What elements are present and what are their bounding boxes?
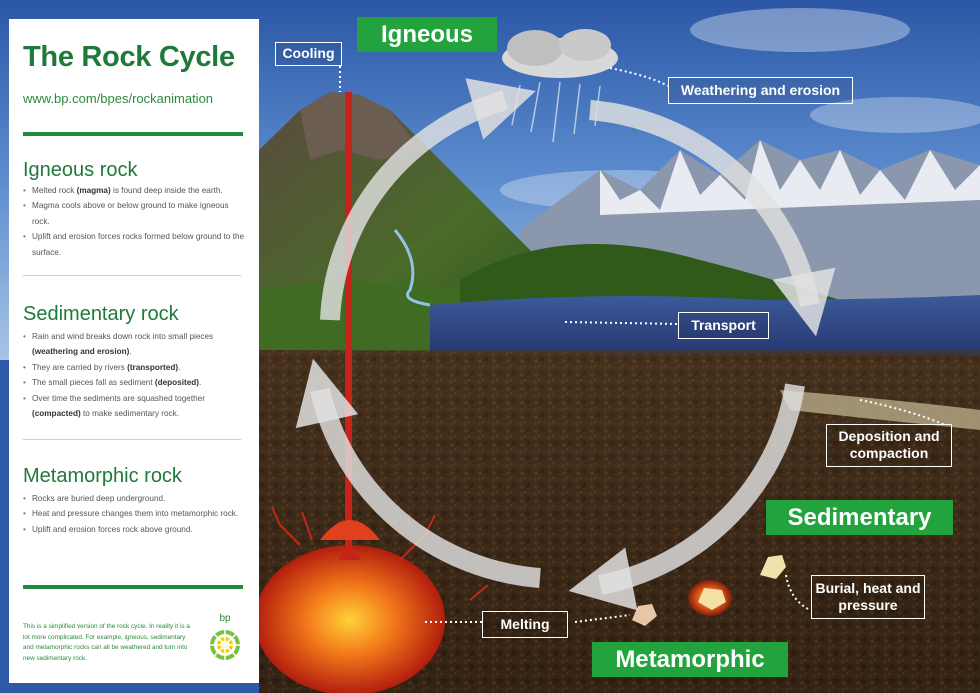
cycle-arrows bbox=[295, 78, 836, 611]
cycle-arrow-bottom-left bbox=[295, 358, 541, 588]
melting-label: Melting bbox=[482, 611, 568, 638]
source-url[interactable]: www.bp.com/bpes/rockanimation bbox=[23, 91, 214, 106]
deposition-compaction-label: Deposition and compaction bbox=[826, 424, 952, 467]
info-panel: The Rock Cycle www.bp.com/bpes/rockanima… bbox=[9, 19, 259, 683]
divider bbox=[23, 585, 243, 589]
igneous-bullets: Melted rock (magma) is found deep inside… bbox=[23, 183, 245, 260]
sedimentary-heading: Sedimentary rock bbox=[23, 303, 179, 325]
rain-cloud bbox=[502, 29, 618, 143]
bullet-item: Rocks are buried deep underground. bbox=[23, 491, 245, 507]
page-title: The Rock Cycle bbox=[23, 41, 235, 73]
divider bbox=[23, 275, 241, 276]
divider bbox=[23, 132, 243, 136]
metamorphic-rock-glow bbox=[688, 580, 732, 616]
sediment-rock bbox=[760, 555, 786, 579]
bullet-item: Rain and wind breaks down rock into smal… bbox=[23, 329, 245, 360]
metamorphic-category-label: Metamorphic bbox=[592, 642, 788, 677]
sedimentary-category-label: Sedimentary bbox=[766, 500, 953, 535]
burial-heat-pressure-label: Burial, heat and pressure bbox=[811, 575, 925, 619]
bp-logo-text: bp bbox=[219, 613, 231, 624]
bullet-item: They are carried by rivers (transported)… bbox=[23, 360, 245, 376]
metamorphic-rock bbox=[632, 604, 657, 626]
transport-label: Transport bbox=[678, 312, 769, 339]
bullet-item: Melted rock (magma) is found deep inside… bbox=[23, 183, 245, 199]
igneous-heading: Igneous rock bbox=[23, 159, 138, 181]
cycle-arrow-top-left bbox=[320, 78, 536, 321]
sedimentary-bullets: Rain and wind breaks down rock into smal… bbox=[23, 329, 245, 421]
igneous-category-label: Igneous bbox=[357, 17, 497, 52]
bullet-item: Uplift and erosion forces rocks formed b… bbox=[23, 229, 245, 260]
cycle-arrow-bottom-right bbox=[568, 383, 805, 611]
metamorphic-heading: Metamorphic rock bbox=[23, 465, 182, 487]
weathering-erosion-label: Weathering and erosion bbox=[668, 77, 853, 104]
bullet-item: Magma cools above or below ground to mak… bbox=[23, 198, 245, 229]
cycle-arrow-top-right bbox=[589, 100, 836, 337]
bullet-item: Uplift and erosion forces rock above gro… bbox=[23, 522, 245, 538]
bp-logo-icon: bp bbox=[210, 613, 240, 660]
cooling-label: Cooling bbox=[275, 42, 342, 66]
bullet-item: Heat and pressure changes them into meta… bbox=[23, 506, 245, 522]
metamorphic-bullets: Rocks are buried deep underground.Heat a… bbox=[23, 491, 245, 538]
connector-lines bbox=[339, 66, 946, 623]
bullet-item: The small pieces fall as sediment (depos… bbox=[23, 375, 245, 391]
divider bbox=[23, 439, 241, 440]
bullet-item: Over time the sediments are squashed tog… bbox=[23, 391, 245, 422]
footnote: This is a simplified version of the rock… bbox=[23, 623, 190, 662]
